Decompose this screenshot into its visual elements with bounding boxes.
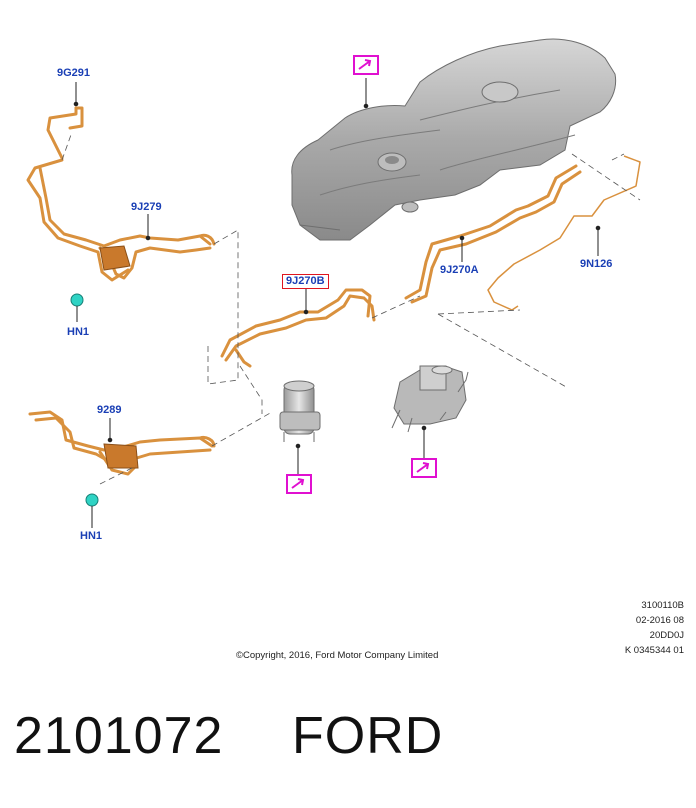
callout-9289[interactable]: 9289 <box>97 404 122 416</box>
leader-lines <box>61 131 641 485</box>
fuel-tank[interactable] <box>291 38 617 241</box>
pump-link-arrow-icon[interactable] <box>411 458 437 478</box>
fuel-pump-module[interactable] <box>391 365 469 433</box>
brand-name: FORD <box>292 707 444 765</box>
callout-9n126[interactable]: 9N126 <box>580 258 613 270</box>
fuel-system-exploded-diagram <box>26 38 641 528</box>
illustration-date: 02-2016 08 <box>635 615 684 626</box>
copyright-notice: ©Copyright, 2016, Ford Motor Company Lim… <box>236 650 439 661</box>
tank-link-arrow-icon[interactable] <box>353 55 379 75</box>
illustration-reference: K 0345344 01 <box>624 645 684 656</box>
illustration-model-code: 20DD0J <box>649 630 684 641</box>
callout-9j270a[interactable]: 9J270A <box>440 264 479 276</box>
clip-hn1-top[interactable] <box>70 245 131 307</box>
fuel-line-9j279[interactable] <box>26 106 216 282</box>
callout-9j279[interactable]: 9J279 <box>131 201 162 213</box>
part-number: 2101072 <box>14 707 224 765</box>
fuel-line-9j270b[interactable] <box>220 288 376 368</box>
callout-hn1-bottom[interactable]: HN1 <box>80 530 103 542</box>
filter-link-arrow-icon[interactable] <box>286 474 312 494</box>
callout-hn1-top[interactable]: HN1 <box>67 326 90 338</box>
illustration-code: 3100110B <box>641 600 684 611</box>
fuel-line-9n126[interactable] <box>487 155 641 311</box>
clip-hn1-bottom[interactable] <box>85 443 139 507</box>
callout-9j270b-selected[interactable]: 9J270B <box>282 274 329 289</box>
callout-9g291[interactable]: 9G291 <box>57 67 91 79</box>
callout-leaders <box>73 78 601 528</box>
fuel-line-9j270a[interactable] <box>404 164 582 304</box>
fuel-filter[interactable] <box>279 380 321 442</box>
